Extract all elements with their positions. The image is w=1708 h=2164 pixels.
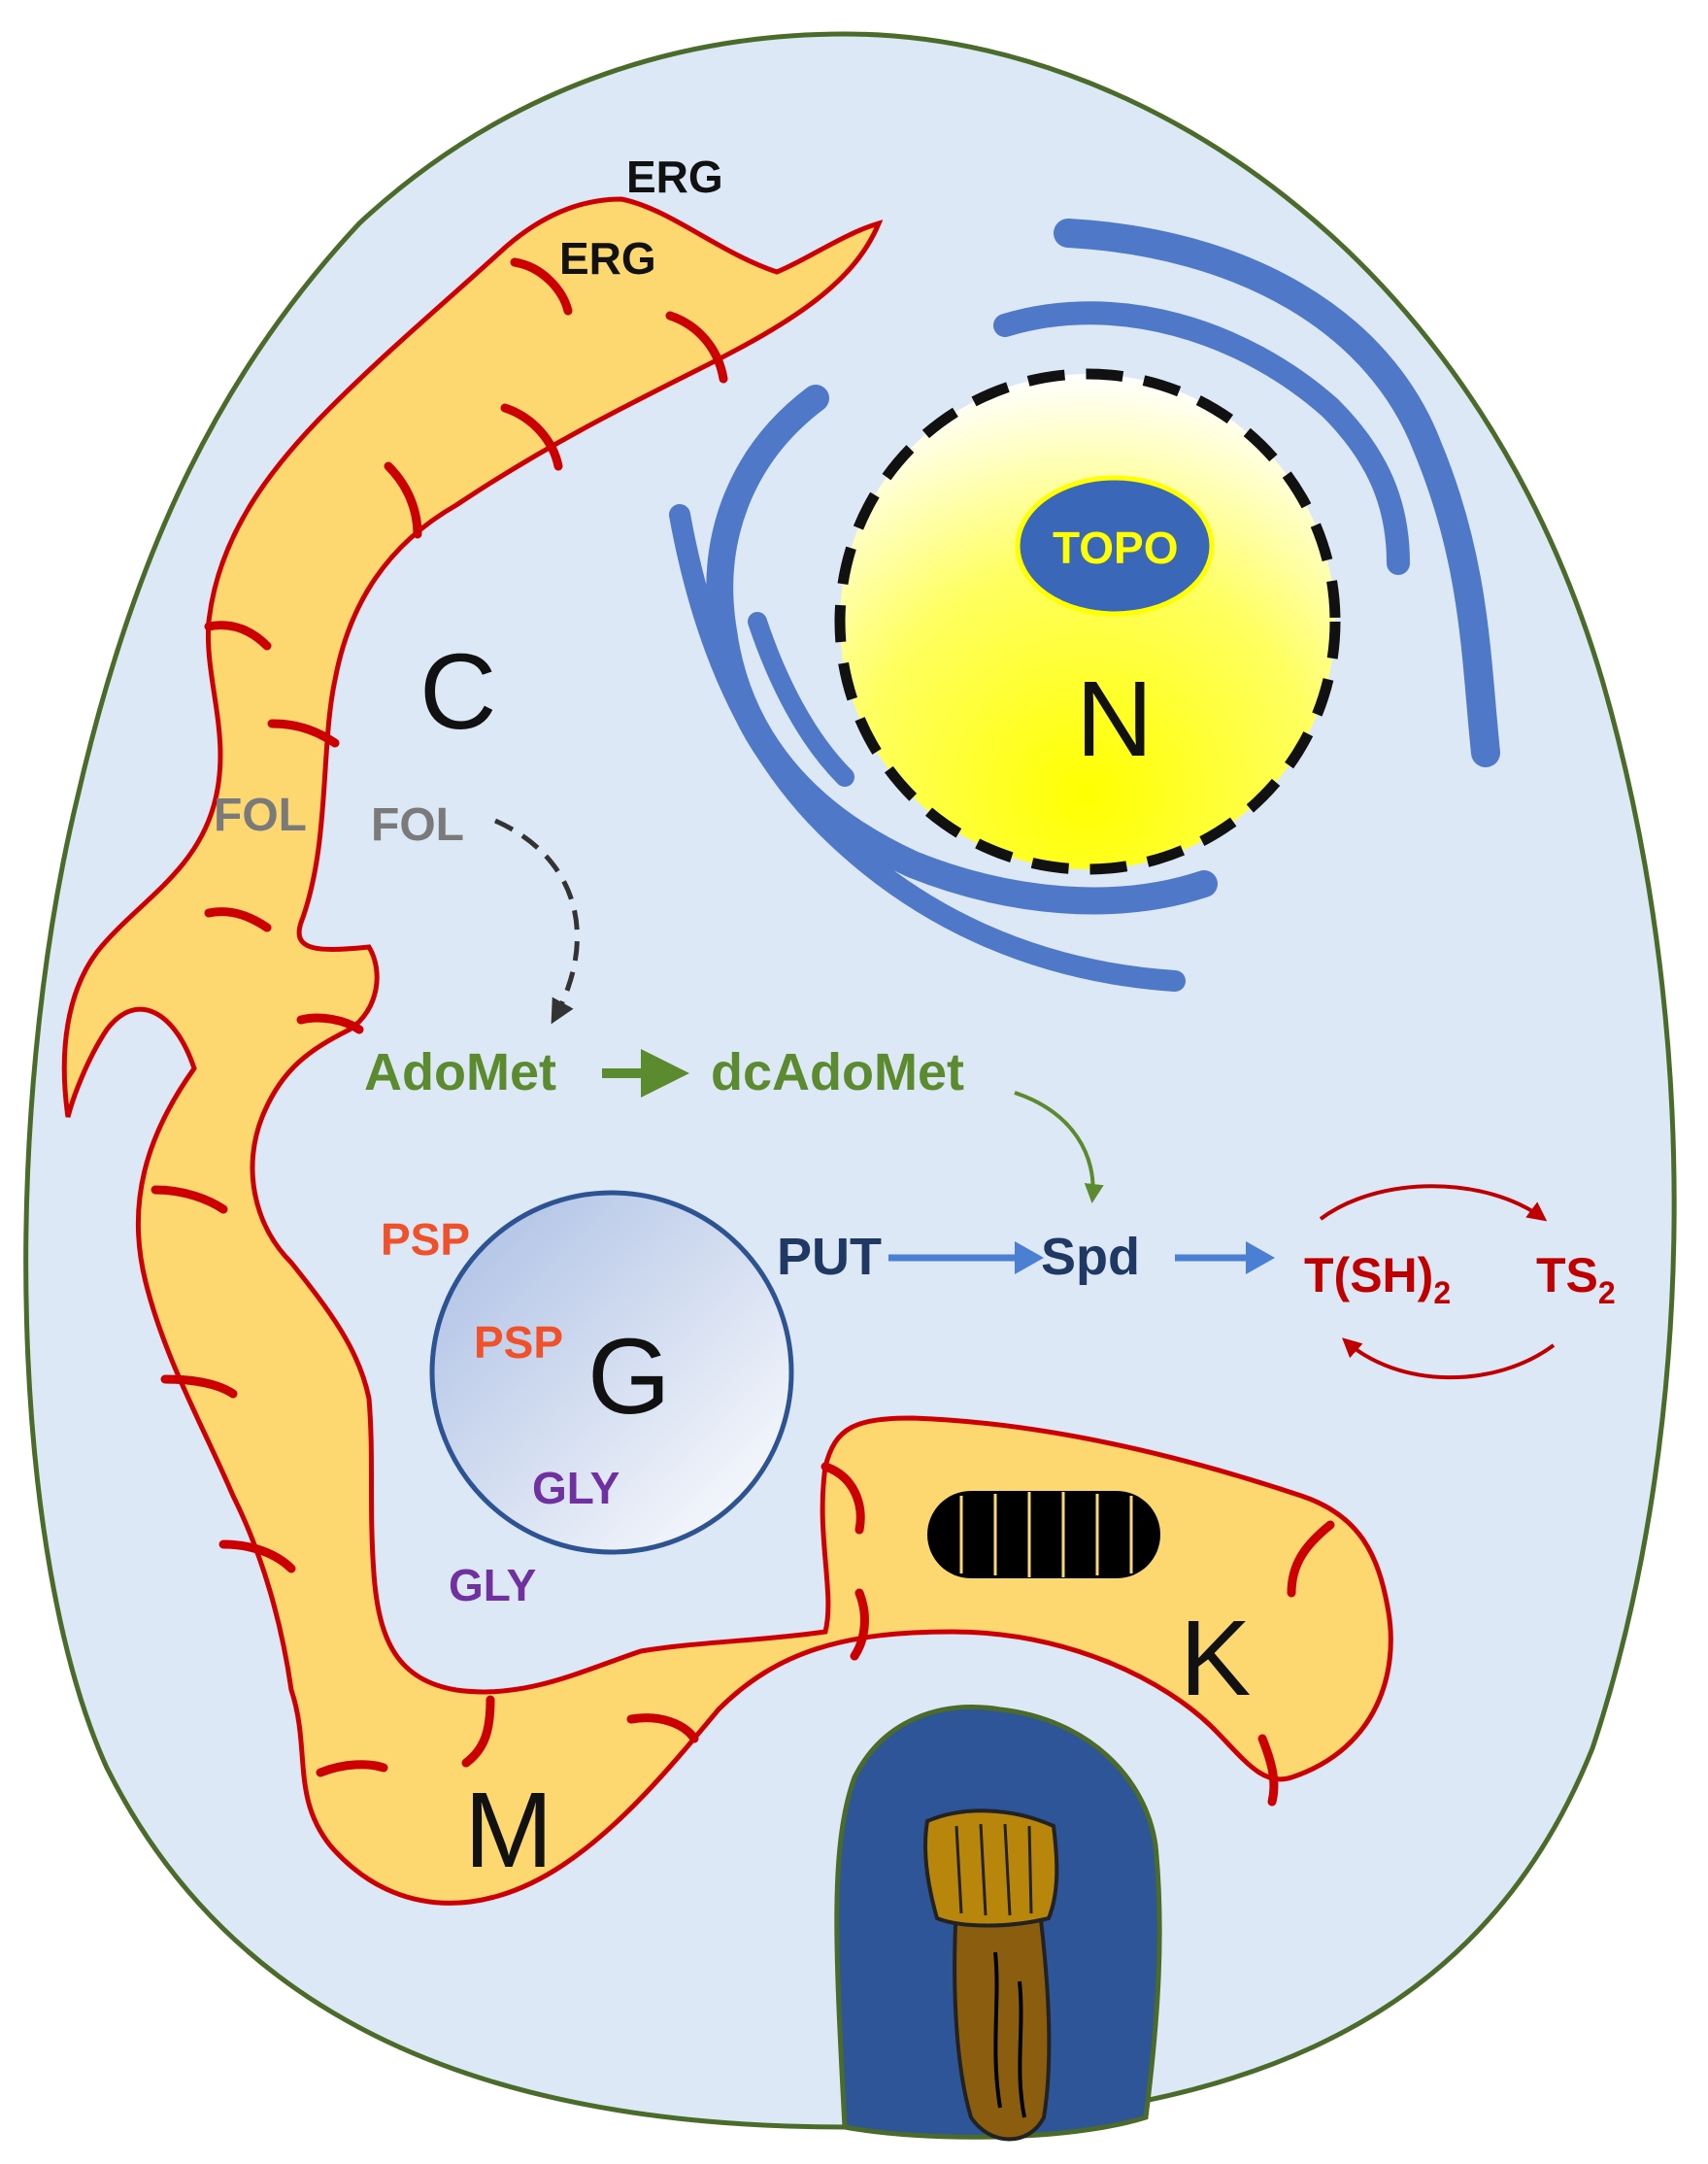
ts-label-sub: 2 xyxy=(1598,1275,1616,1310)
topo-label: TOPO xyxy=(1053,523,1179,573)
glycosome xyxy=(429,1190,794,1555)
mitochondrion-body xyxy=(61,196,1393,1906)
dcadomet-to-spd-arrow xyxy=(1014,1091,1104,1203)
nucleus-label: N xyxy=(1076,659,1153,779)
psp-inner-label: PSP xyxy=(474,1317,563,1368)
ts-label-main: TS xyxy=(1536,1248,1598,1302)
endoplasmic-reticulum xyxy=(669,219,1500,992)
mitochondrion-label: M xyxy=(464,1771,553,1890)
tsh-label-main: T(SH) xyxy=(1304,1248,1433,1302)
fol-to-adomet-arrow xyxy=(493,818,580,1025)
tsh-to-ts-arrow xyxy=(1319,1184,1548,1222)
cytosol-label: C xyxy=(419,632,496,752)
adomet-label: AdoMet xyxy=(364,1043,556,1101)
gly-inner-label: GLY xyxy=(532,1463,620,1513)
fol-cyto-label: FOL xyxy=(371,799,464,851)
kinetoplast-dna xyxy=(927,1491,1160,1578)
fol-mito-label: FOL xyxy=(214,790,307,841)
tsh-label: T(SH)2 xyxy=(1304,1248,1451,1310)
kinetoplast-label: K xyxy=(1180,1599,1251,1718)
put-to-spd-arrowhead xyxy=(1015,1241,1044,1274)
dcadomet-label: dcAdoMet xyxy=(711,1043,964,1101)
put-label: PUT xyxy=(777,1228,882,1286)
erg-inner-label: ERG xyxy=(559,233,656,284)
spd-to-tsh-arrowhead xyxy=(1246,1241,1275,1274)
glycosome-label: G xyxy=(587,1317,671,1437)
topo-body xyxy=(1015,475,1215,617)
tsh-label-sub: 2 xyxy=(1433,1275,1451,1310)
psp-outer-label: PSP xyxy=(381,1214,470,1265)
flagellum xyxy=(923,1809,1059,2142)
gly-outer-label: GLY xyxy=(449,1560,536,1610)
ts-label: TS2 xyxy=(1536,1248,1616,1310)
ts-to-tsh-arrow xyxy=(1342,1337,1556,1380)
mitochondrial-cristae xyxy=(151,257,1335,1807)
spd-label: Spd xyxy=(1041,1228,1140,1286)
erg-outer-label: ERG xyxy=(626,152,723,202)
nucleus xyxy=(834,368,1341,875)
